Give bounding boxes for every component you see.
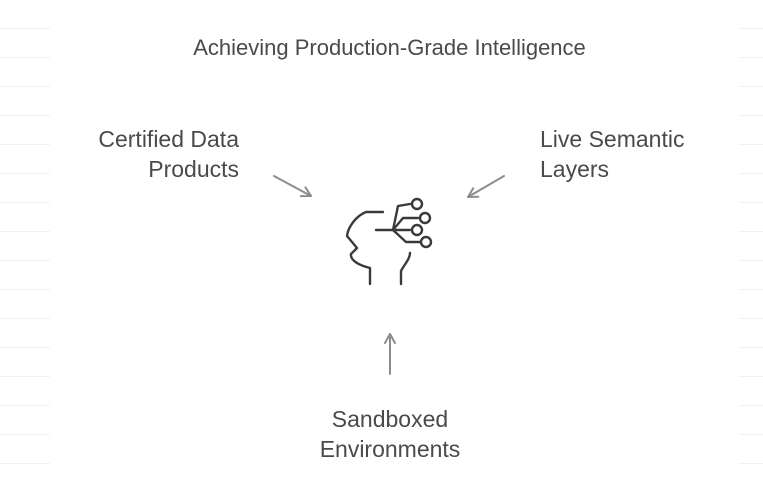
- node-right-line-2: Layers: [540, 156, 610, 182]
- node-right-line-1: Live Semantic: [540, 126, 685, 152]
- diagram-title: Achieving Production-Grade Intelligence: [193, 35, 586, 60]
- node-left-line-1: Certified Data: [98, 126, 239, 152]
- arrow-left-to-center: [273, 175, 312, 198]
- node-sandboxed-environments: Sandboxed Environments: [290, 404, 490, 464]
- node-bottom-line-1: Sandboxed: [331, 406, 449, 432]
- arrow-right-to-center: [467, 175, 505, 198]
- ai-head-circuit-icon: [345, 197, 433, 286]
- node-bottom-line-2: Environments: [319, 436, 461, 462]
- ruled-margin-right: [739, 0, 763, 482]
- ruled-margin-left: [0, 0, 50, 482]
- node-certified-data-products: Certified Data Products: [98, 124, 239, 184]
- node-left-line-2: Products: [148, 156, 239, 182]
- node-live-semantic-layers: Live Semantic Layers: [540, 124, 684, 184]
